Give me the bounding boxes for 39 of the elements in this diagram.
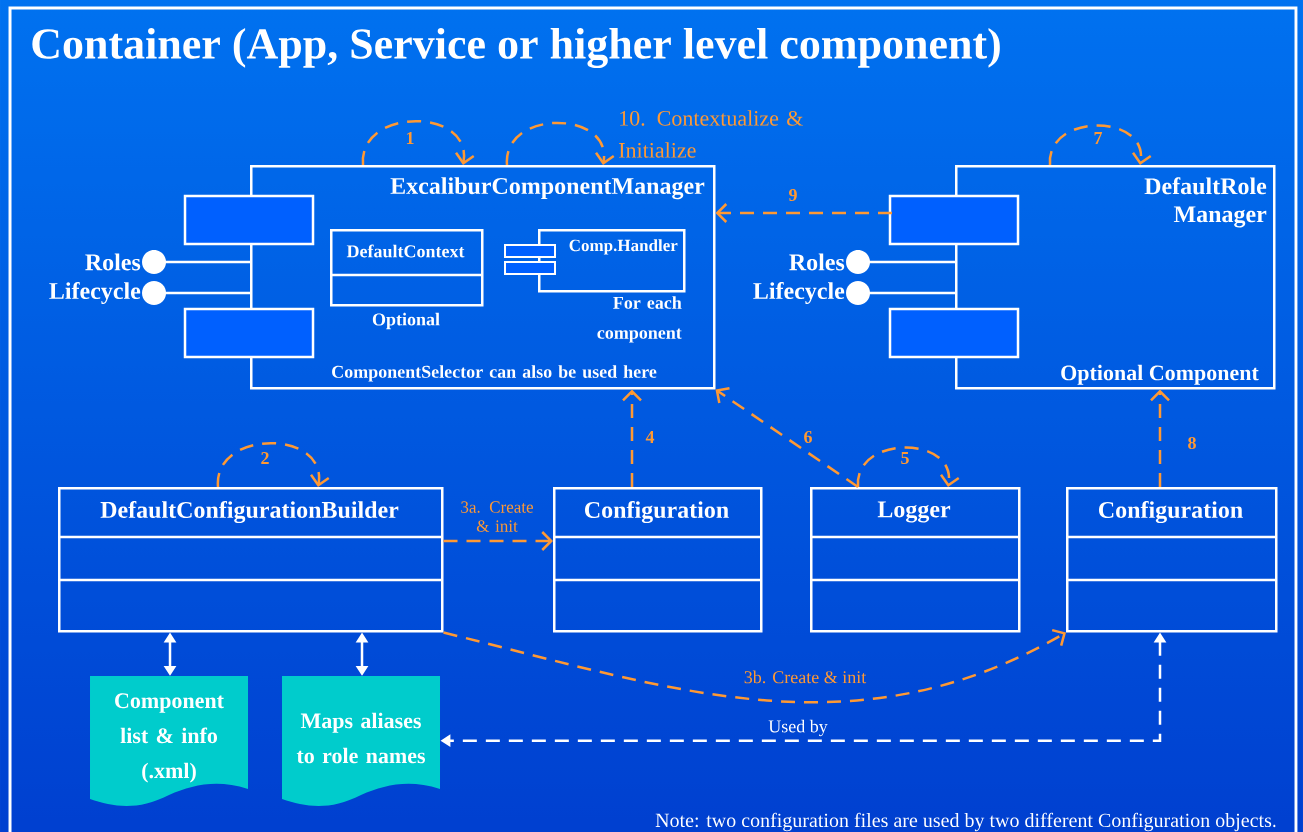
- arrow: [361, 120, 475, 166]
- interface-label: Roles: [85, 253, 141, 271]
- class-box: Logger: [810, 487, 1021, 633]
- interface-label: Roles: [789, 253, 845, 271]
- class-box: Configuration: [553, 487, 763, 633]
- edge-label: Used by: [768, 719, 828, 737]
- component-box: DefaultRole Manager Optional Component: [888, 165, 1276, 390]
- note-text: For each component: [597, 296, 682, 343]
- edge-label: 2: [261, 452, 269, 464]
- interface-label: Lifecycle: [49, 281, 141, 305]
- class-box: DefaultContext: [330, 229, 484, 307]
- arrow: [443, 628, 1066, 704]
- arrow: [1048, 124, 1152, 166]
- edge-label: 3a. Create & init: [461, 501, 533, 532]
- arrow: [1150, 389, 1170, 487]
- class-box: DefaultConfigurationBuilder: [58, 487, 444, 633]
- arrow: [715, 203, 892, 223]
- edge-label: 8: [1188, 436, 1196, 450]
- edge-label: 6: [804, 430, 812, 444]
- edge-label: 9: [789, 188, 797, 202]
- note-text: Optional: [372, 312, 440, 330]
- arrow: [856, 446, 960, 488]
- class-box: Configuration: [1066, 487, 1278, 633]
- edge-label: 3b. Create & init: [744, 670, 867, 684]
- component-box: Comp.Handler: [504, 229, 686, 293]
- arrow: [505, 121, 615, 166]
- arrow: [622, 389, 642, 487]
- edge-label: 7: [1094, 132, 1103, 144]
- edge-label: 1: [406, 132, 414, 144]
- title: Container (App, Service or higher level component): [32, 27, 1000, 69]
- edge-label: 4: [645, 431, 655, 443]
- arrow: [443, 531, 553, 551]
- interface-label: Lifecycle: [753, 281, 845, 305]
- note-text: Note: two configuration files are used by two different Configuration objects.: [655, 812, 1276, 832]
- note-text: ComponentSelector can also be used here: [332, 365, 657, 382]
- edge-label: 10. Contextualize & Initialize: [619, 110, 803, 158]
- arrow: [715, 386, 859, 489]
- arrow: [216, 442, 330, 488]
- edge-label: 5: [901, 452, 909, 464]
